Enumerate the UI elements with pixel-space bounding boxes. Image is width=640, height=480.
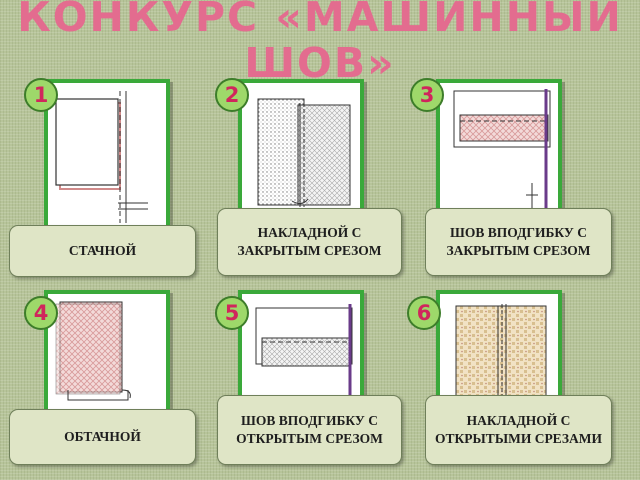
title-line-2: ШОВ» — [244, 39, 396, 87]
lapped-closed-seam-drawing — [257, 98, 351, 207]
seam-label-2: НАКЛАДНОЙ С ЗАКРЫТЫМ СРЕЗОМ — [217, 208, 402, 276]
faced-seam-drawing — [55, 301, 131, 401]
card-number-badge: 4 — [24, 296, 58, 330]
page-title: КОНКУРС «МАШИННЫЙ ШОВ» — [0, 0, 640, 86]
card-number-badge: 1 — [24, 78, 58, 112]
seam-label-3: ШОВ ВПОДГИБКУ С ЗАКРЫТЫМ СРЕЗОМ — [425, 208, 612, 276]
card-number-badge: 2 — [215, 78, 249, 112]
seam-label-5: ШОВ ВПОДГИБКУ С ОТКРЫТЫМ СРЕЗОМ — [217, 395, 402, 465]
card-number-badge: 6 — [407, 296, 441, 330]
plain-seam-drawing — [55, 91, 148, 223]
hem-closed-seam-drawing — [453, 89, 551, 223]
seam-label-4: ОБТАЧНОЙ — [9, 409, 196, 465]
title-line-1: КОНКУРС «МАШИННЫЙ — [17, 0, 623, 41]
seam-label-1: СТАЧНОЙ — [9, 225, 196, 277]
card-number-badge: 3 — [410, 78, 444, 112]
seam-illustration-1 — [44, 79, 170, 237]
seam-label-6: НАКЛАДНОЙ С ОТКРЫТЫМИ СРЕЗАМИ — [425, 395, 612, 465]
card-number-badge: 5 — [215, 296, 249, 330]
